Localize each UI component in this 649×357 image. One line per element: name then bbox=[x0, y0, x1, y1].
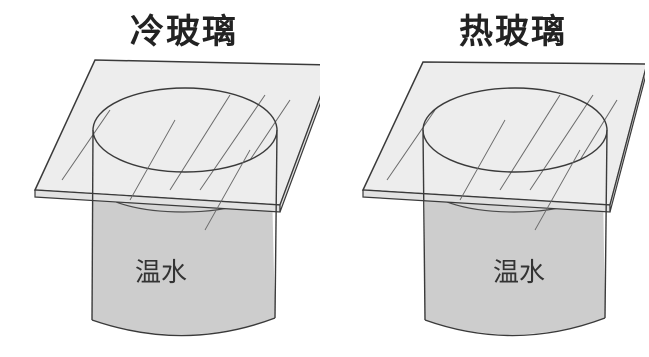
liquid-label: 温水 bbox=[135, 258, 188, 288]
panel-title: 热玻璃 bbox=[459, 12, 567, 52]
panel-cold-glass: 冷玻璃 温水 bbox=[0, 0, 320, 357]
liquid-label: 温水 bbox=[493, 258, 546, 288]
hot-glass-illustration bbox=[361, 61, 645, 337]
glass-plate bbox=[33, 59, 320, 213]
panel-title: 冷玻璃 bbox=[130, 12, 238, 52]
beaker-outline bbox=[91, 87, 278, 337]
glass-plate bbox=[361, 61, 645, 213]
cold-glass-illustration bbox=[33, 59, 320, 337]
beaker-outline bbox=[422, 87, 608, 337]
panel-hot-glass: 热玻璃 温水 bbox=[325, 0, 645, 357]
